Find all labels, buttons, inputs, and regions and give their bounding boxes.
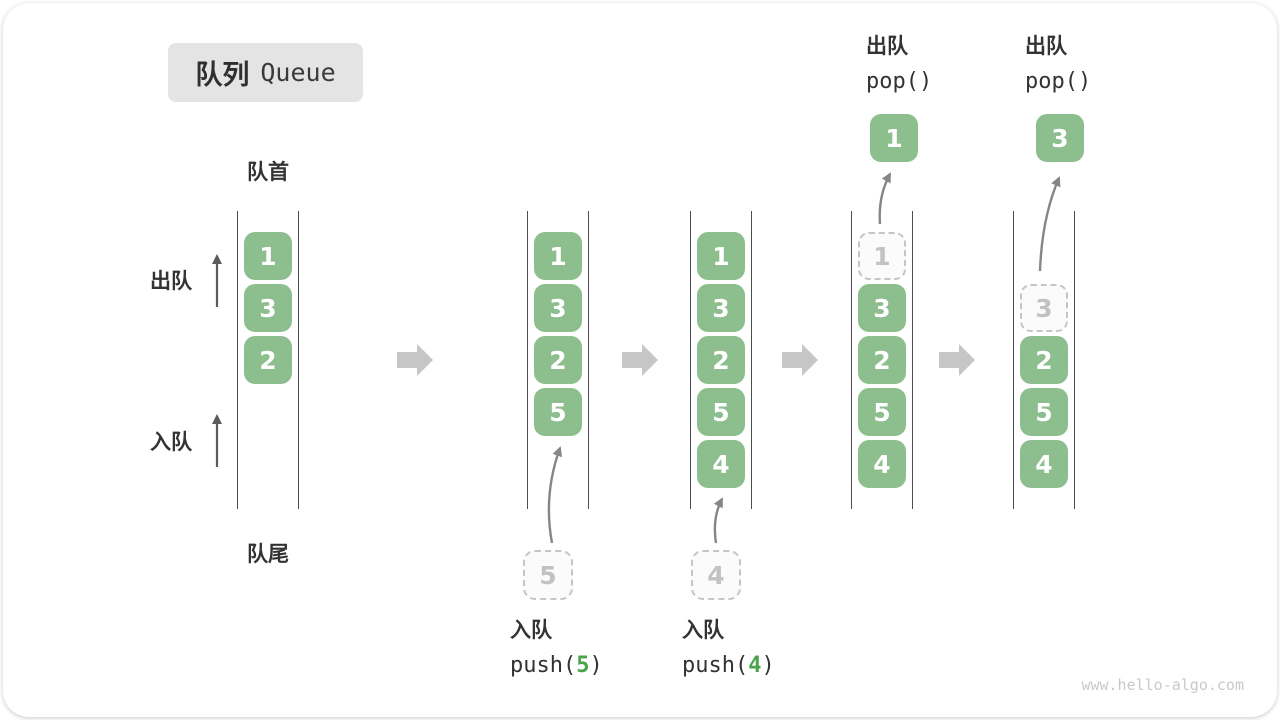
enqueue-code-label: push(4) (682, 648, 775, 683)
queue-cell: 4 (858, 440, 906, 488)
queue-cell: 4 (697, 440, 745, 488)
dequeue-code-label: pop() (1025, 69, 1092, 94)
enqueue-code-label: push(5) (510, 648, 603, 683)
queue-stage-3: 1 3 2 5 4 (690, 211, 752, 509)
queue-stage-4: 1 3 2 5 4 (851, 211, 913, 509)
title-en: Queue (260, 58, 336, 87)
queue-cell: 1 (697, 232, 745, 280)
queue-stage-2: 1 3 2 5 (527, 211, 589, 509)
queue-cell: 2 (858, 336, 906, 384)
queue-cell: 3 (244, 284, 292, 332)
dequeue-action-label: 出队 (1025, 34, 1067, 58)
incoming-value-box: 4 (691, 550, 741, 600)
queue-cell: 2 (697, 336, 745, 384)
dequeue-action-label: 出队 (866, 34, 908, 58)
code-suffix: ) (589, 653, 603, 678)
queue-cell: 5 (534, 388, 582, 436)
queue-cell: 2 (1020, 336, 1068, 384)
queue-cell: 5 (697, 388, 745, 436)
enqueue-action-label: 入队 (510, 618, 552, 642)
enqueue-push5-caption: 入队 push(5) (510, 612, 603, 683)
side-dequeue-label: 出队 (150, 269, 192, 293)
queue-stage-1: 1 3 2 (237, 211, 299, 509)
queue-cell: 3 (858, 284, 906, 332)
side-enqueue-label: 入队 (150, 430, 192, 454)
enqueue-push4-caption: 入队 push(4) (682, 612, 775, 683)
code-prefix: push( (682, 653, 749, 678)
figure-title: 队列 Queue (168, 43, 363, 102)
queue-cell: 1 (244, 232, 292, 280)
popped-value-box: 3 (1036, 114, 1084, 162)
popped-value-box: 1 (870, 114, 918, 162)
queue-cell: 5 (1020, 388, 1068, 436)
queue-cell: 3 (697, 284, 745, 332)
code-suffix: ) (761, 653, 775, 678)
code-prefix: push( (510, 653, 577, 678)
code-arg: 5 (576, 653, 590, 678)
queue-cell-ghost: 3 (1020, 284, 1068, 332)
dequeue-pop1-caption: 出队 pop() (866, 28, 932, 99)
dequeue-code-label: pop() (866, 69, 933, 94)
incoming-value-box: 5 (523, 550, 573, 600)
queue-cell: 2 (244, 336, 292, 384)
queue-cell: 5 (858, 388, 906, 436)
enqueue-action-label: 入队 (682, 618, 724, 642)
title-zh: 队列 (195, 60, 250, 91)
queue-stage-5: 3 2 5 4 (1013, 211, 1075, 509)
queue-front-label: 队首 (247, 160, 289, 184)
queue-cell: 3 (534, 284, 582, 332)
dequeue-pop2-caption: 出队 pop() (1025, 28, 1091, 99)
queue-cell: 1 (534, 232, 582, 280)
queue-cell: 4 (1020, 440, 1068, 488)
watermark: www.hello-algo.com (1081, 676, 1244, 694)
queue-cell: 2 (534, 336, 582, 384)
figure-card (3, 3, 1277, 717)
queue-cell-ghost: 1 (858, 232, 906, 280)
code-arg: 4 (748, 653, 762, 678)
queue-rear-label: 队尾 (247, 542, 289, 566)
